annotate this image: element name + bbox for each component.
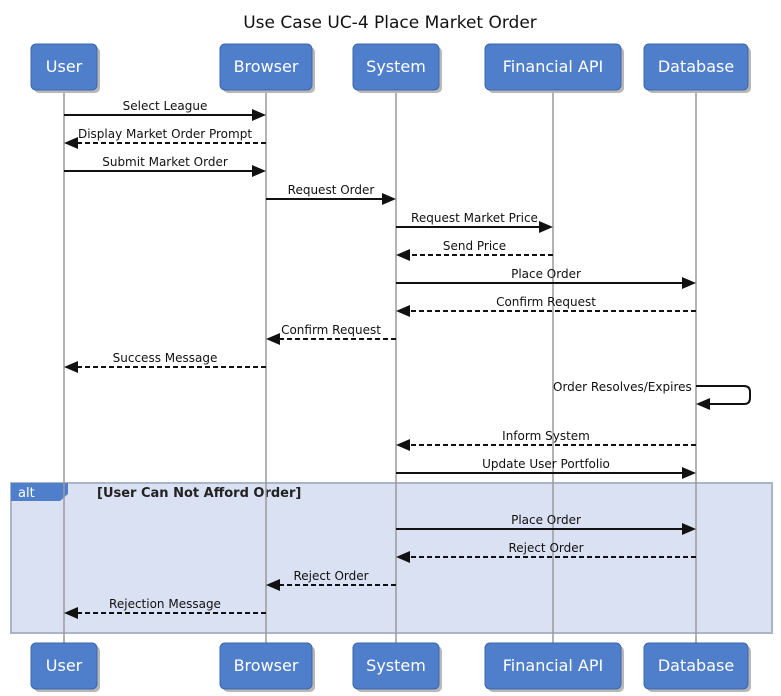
participant-label: Financial API [503,656,603,675]
message-label: Reject Order [293,569,368,583]
participant-user-bottom: User [30,642,100,692]
message-label: Request Order [288,183,375,197]
message-12: Inform System [396,429,696,451]
message-label: Submit Market Order [102,155,228,169]
arrow-head [696,398,710,410]
participant-box [484,642,622,690]
message-label: Success Message [113,351,218,365]
participant-box [219,43,313,91]
participant-label: User [46,656,83,675]
arrow-head [252,165,266,177]
participant-box [30,43,98,91]
message-label: Place Order [511,513,581,527]
participant-label: System [366,57,426,76]
participant-browser-bottom: Browser [219,642,315,692]
message-arrow [696,385,751,405]
message-6: Send Price [396,239,553,261]
alt-fragment-guard: [User Can Not Afford Order] [97,486,301,501]
message-label: Confirm Request [496,295,596,309]
message-9: Confirm Request [266,323,396,345]
participant-box [643,642,749,690]
arrow-head [396,551,410,563]
arrow-head [382,193,396,205]
arrow-head [266,333,280,345]
message-14: Place Order [396,513,696,535]
arrow-head [539,221,553,233]
participant-box [352,43,440,91]
participant-label: User [46,57,83,76]
message-1: Select League [64,99,266,121]
arrow-head [682,523,696,535]
participant-label: Financial API [503,57,603,76]
participant-label: Browser [234,57,299,76]
participant-financial-api-bottom: Financial API [484,642,624,692]
message-label: Order Resolves/Expires [553,380,692,394]
message-label: Update User Portfolio [482,457,610,471]
arrow-head [252,109,266,121]
arrow-head [396,249,410,261]
message-label: Confirm Request [281,323,381,337]
participant-label: Database [658,57,734,76]
participant-system-top: System [352,43,442,93]
message-label: Rejection Message [109,597,221,611]
message-label: Reject Order [508,541,583,555]
message-17: Rejection Message [64,597,266,619]
participant-system-bottom: System [352,642,442,692]
message-5: Request Market Price [396,211,553,233]
participant-box [219,642,313,690]
message-8: Confirm Request [396,295,696,317]
message-10: Success Message [64,351,266,373]
arrow-head [64,361,78,373]
message-11: Order Resolves/Expires [553,380,751,410]
participant-database-top: Database [643,43,751,93]
message-label: Select League [123,99,208,113]
participant-label: Database [658,656,734,675]
arrow-head [682,467,696,479]
participant-database-bottom: Database [643,642,751,692]
message-2: Display Market Order Prompt [64,127,266,149]
participant-box [352,642,440,690]
participant-financial-api-top: Financial API [484,43,624,93]
participant-label: Browser [234,656,299,675]
message-13: Update User Portfolio [396,457,696,479]
message-label: Display Market Order Prompt [78,127,252,141]
message-label: Place Order [511,267,581,281]
message-label: Request Market Price [411,211,538,225]
arrow-head [266,579,280,591]
message-4: Request Order [266,183,396,205]
participant-box [484,43,622,91]
message-16: Reject Order [266,569,396,591]
alt-fragment-keyword: alt [18,486,35,501]
arrow-head [396,439,410,451]
alt-fragment-tab [11,483,68,501]
diagram-title: Use Case UC-4 Place Market Order [243,13,537,33]
arrow-head [64,607,78,619]
message-3: Submit Market Order [64,155,266,177]
message-label: Inform System [502,429,590,443]
participant-browser-top: Browser [219,43,315,93]
participant-label: System [366,656,426,675]
arrow-head [682,277,696,289]
arrow-head [396,305,410,317]
message-label: Send Price [443,239,506,253]
message-7: Place Order [396,267,696,289]
participant-user-top: User [30,43,100,93]
participant-box [643,43,749,91]
message-15: Reject Order [396,541,696,563]
participant-box [30,642,98,690]
arrow-head [64,137,78,149]
